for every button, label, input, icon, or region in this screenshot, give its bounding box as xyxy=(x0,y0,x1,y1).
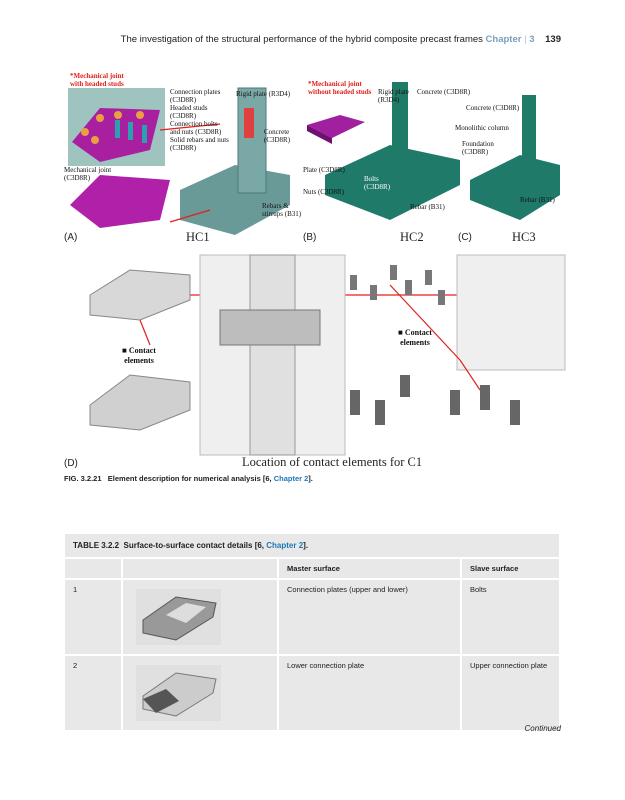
plate-mesh-image xyxy=(136,665,222,723)
hc2-nuts-label: Nuts (C3D8R) xyxy=(303,188,345,196)
panel-a-label: (A) xyxy=(64,232,78,243)
slave-surface: Upper connection plate xyxy=(460,654,561,732)
row-number: 2 xyxy=(63,654,123,732)
contact-table: TABLE 3.2.2 Surface-to-surface contact d… xyxy=(63,532,561,732)
hc3-concrete-label: Concrete (C3D8R) xyxy=(466,104,520,112)
hc3-mono-label: Monolithic column xyxy=(455,124,509,132)
header-cell xyxy=(121,557,279,580)
running-header: The investigation of the structural perf… xyxy=(121,34,561,45)
header-cell xyxy=(63,557,123,580)
hc1-foundation xyxy=(180,165,290,235)
plate-mesh-image xyxy=(136,589,222,647)
header-slave: Slave surface xyxy=(460,557,561,580)
hc3-foundation-label: Foundation(C3D8R) xyxy=(462,140,494,156)
hc1-rigid-label: Rigid plate (R3D4) xyxy=(236,90,291,98)
d-plate-upper xyxy=(89,269,191,321)
master-surface: Connection plates (upper and lower) xyxy=(277,578,462,656)
panel-d-title: Location of contact elements for C1 xyxy=(242,455,423,469)
d-plate-lower xyxy=(89,374,191,431)
panel-b-label: (B) xyxy=(303,232,317,243)
table-row: 1 Connection plates (upper and lower) Bo… xyxy=(63,578,561,656)
hc2-rigid-label: Rigid plate(R3D4) xyxy=(378,88,409,104)
hc1-component-labels: Connection plates(C3D8R)Headed studs(C3D… xyxy=(170,88,229,152)
hc3-title: HC3 xyxy=(512,230,536,244)
hc1-concrete-label: Concrete(C3D8R) xyxy=(264,128,291,144)
table-chapter-link[interactable]: Chapter 2 xyxy=(266,541,304,550)
hc1-mechanical-joint xyxy=(70,175,170,228)
hc2-plate-label: Plate (C3D8R) xyxy=(303,166,345,174)
hc3-rebar-label: Rebar (B31) xyxy=(520,196,555,204)
figure-illustration xyxy=(68,82,566,456)
hc1-rebars-label: Rebars &stirrups (B31) xyxy=(262,202,302,218)
hc1-title: HC1 xyxy=(186,230,210,244)
hc2-title: HC2 xyxy=(400,230,424,244)
hc3-column xyxy=(522,95,536,175)
page-number: 139 xyxy=(545,34,561,45)
hc2-foundation xyxy=(325,145,460,220)
hc1-column xyxy=(237,87,267,194)
header-chapter: Chapter | 3 xyxy=(485,34,535,45)
header-title: The investigation of the structural perf… xyxy=(120,34,483,45)
header-master: Master surface xyxy=(277,557,462,580)
slave-surface: Bolts xyxy=(460,578,561,656)
table-header-row: Master surface Slave surface xyxy=(63,557,561,580)
hc2-column xyxy=(392,82,408,172)
hc3-foundation xyxy=(470,155,560,220)
panel-d-label: (D) xyxy=(64,458,78,469)
caption-chapter-link[interactable]: Chapter 2 xyxy=(273,474,309,483)
row-image xyxy=(121,654,279,732)
hc2-bolts-label: Bolts(C3D8R) xyxy=(364,175,391,191)
master-surface: Lower connection plate xyxy=(277,654,462,732)
panel-c-label: (C) xyxy=(458,232,472,243)
row-image xyxy=(121,578,279,656)
figure-caption: FIG. 3.2.21 Element description for nume… xyxy=(64,474,313,483)
table-row: 2 Lower connection plate Upper connectio… xyxy=(63,654,561,732)
d-column-mesh-2 xyxy=(456,254,566,371)
row-number: 1 xyxy=(63,578,123,656)
table-title: TABLE 3.2.2 Surface-to-surface contact d… xyxy=(63,532,561,559)
continued-note: Continued xyxy=(524,724,561,733)
hc2-rebar-label: Rebar (B31) xyxy=(410,203,445,211)
hc1-mj-label: Mechanical joint(C3D8R) xyxy=(64,166,112,182)
hc2-concrete-label: Concrete (C3D8R) xyxy=(417,88,471,96)
